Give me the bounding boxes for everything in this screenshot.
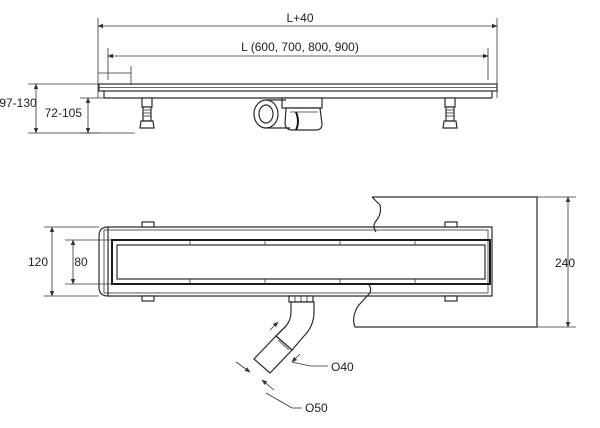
outlet-pipe [253, 295, 315, 374]
label-overall-length: L+40 [286, 11, 313, 25]
right-support-leg [442, 97, 458, 129]
callout-outlet-large: O50 [235, 361, 328, 415]
siphon-outlet-side [253, 97, 323, 131]
left-support-leg [139, 97, 155, 129]
dim-width-inner: 80 [65, 239, 112, 285]
label-wall-depth: 240 [555, 256, 575, 270]
dim-wall-depth: 240 [537, 196, 576, 328]
plan-view: 120 80 240 O40 [28, 196, 576, 415]
channel-outer-frame [98, 221, 493, 302]
dim-overall-length: L+40 [97, 11, 498, 98]
dim-channel-length: L (600, 700, 800, 900) [107, 40, 489, 80]
drain-side-profile [98, 83, 498, 99]
side-view: L+40 L (600, 700, 800, 900) [0, 11, 498, 134]
callout-outlet-small: O40 [269, 321, 354, 374]
label-outlet-small: O40 [331, 360, 354, 374]
dim-width-outer: 120 [28, 226, 99, 297]
label-height-total: 97-130 [0, 96, 37, 110]
label-channel-length: L (600, 700, 800, 900) [241, 40, 359, 54]
label-height-adjust: 72-105 [45, 106, 83, 120]
grate [111, 239, 491, 285]
wall-section [352, 196, 538, 328]
label-width-outer: 120 [28, 255, 48, 269]
dim-height-total: 97-130 [0, 83, 100, 134]
dim-height-adjust: 72-105 [45, 97, 135, 134]
label-outlet-large: O50 [305, 401, 328, 415]
label-width-inner: 80 [74, 255, 88, 269]
